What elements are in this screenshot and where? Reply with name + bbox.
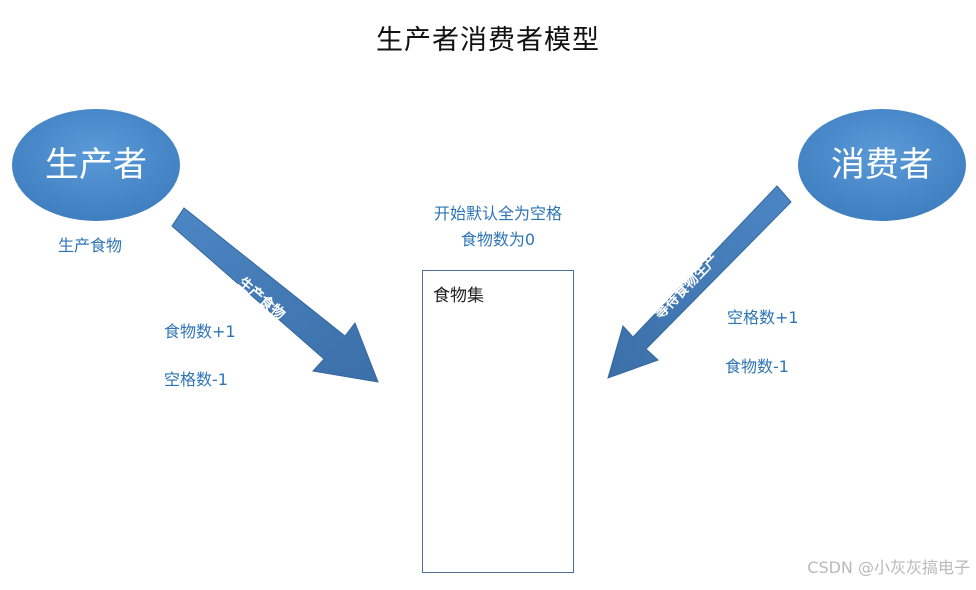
producer-arrow <box>171 207 379 383</box>
init-note-line-1: 开始默认全为空格 <box>433 204 562 223</box>
buffer-title: 食物集 <box>433 286 484 306</box>
consumer-space-count-note: 空格数+1 <box>727 308 799 327</box>
buffer-container: 食物集 <box>422 270 574 573</box>
producer-node <box>12 109 180 221</box>
watermark: CSDN @小灰灰搞电子 <box>807 558 970 577</box>
producer-label: 生产者 <box>45 145 147 185</box>
buffer-slot-label: 食物1 <box>466 333 532 362</box>
producer-note: 生产食物 <box>58 236 123 255</box>
producer-space-count-note: 空格数-1 <box>164 370 228 389</box>
buffer-slot-label: 食物2 <box>466 381 532 411</box>
consumer-label: 消费者 <box>831 145 933 185</box>
init-note-line-2: 食物数为0 <box>460 230 536 249</box>
diagram-title: 生产者消费者模型 <box>376 25 600 56</box>
buffer-slot-label: 空格2 <box>466 527 532 556</box>
consumer-food-count-note: 食物数-1 <box>725 357 789 376</box>
buffer-slot-label: 食物3 <box>466 430 532 459</box>
consumer-node <box>798 109 966 221</box>
consumer-arrow <box>607 185 792 379</box>
producer-food-count-note: 食物数+1 <box>164 322 236 341</box>
buffer-slot-label: 空格1 <box>466 478 532 508</box>
